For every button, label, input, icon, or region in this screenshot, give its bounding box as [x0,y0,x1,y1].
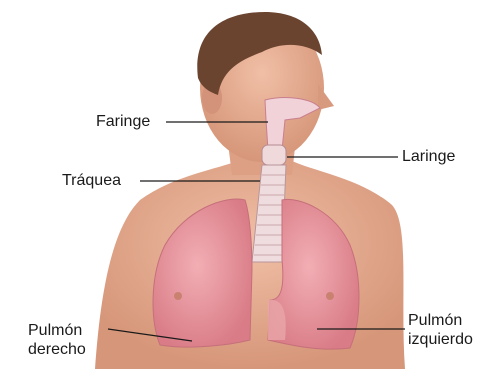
label-traquea: Tráquea [62,171,121,190]
label-pulmon-derecho-line1: Pulmón [28,321,86,340]
label-pulmon-izquierdo-line1: Pulmón [408,311,473,330]
label-pulmon-derecho: Pulmón derecho [28,321,86,359]
label-pulmon-izquierdo: Pulmón izquierdo [408,311,473,349]
nose [318,84,334,110]
larynx [262,145,286,165]
label-pulmon-izquierdo-line2: izquierdo [408,330,473,349]
label-pulmon-derecho-line2: derecho [28,340,86,359]
label-faringe: Faringe [96,112,150,131]
label-laringe: Laringe [402,147,455,166]
left-nipple [326,292,334,300]
right-nipple [174,292,182,300]
